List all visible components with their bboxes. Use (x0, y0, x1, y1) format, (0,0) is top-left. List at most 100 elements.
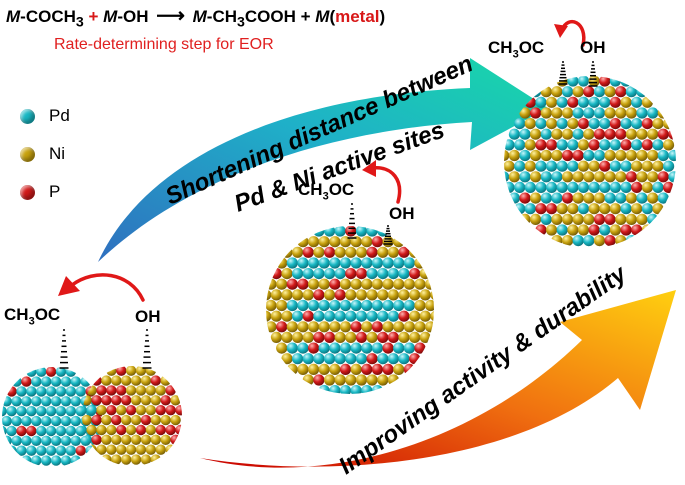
pd-atom (36, 445, 47, 456)
transfer-arrowheads (58, 24, 568, 296)
pd-atom (45, 386, 57, 397)
pd-atom (636, 86, 648, 98)
pd-atom (599, 96, 611, 108)
ni-atom (604, 107, 616, 119)
pd-atom (36, 367, 47, 377)
pd-atom (540, 128, 552, 140)
pd-atom (21, 415, 32, 427)
pd-atom (382, 299, 394, 312)
p-atom (339, 363, 352, 375)
pd-atom (11, 435, 22, 446)
p-atom (535, 203, 547, 215)
pd-atom (583, 149, 595, 162)
pd-atom (631, 118, 643, 130)
ni-atom (281, 310, 293, 322)
pd-atom (567, 76, 579, 87)
pd-atom (609, 76, 622, 87)
ni-atom (266, 310, 272, 322)
pd-atom (599, 118, 611, 130)
ni-atom (504, 149, 510, 162)
pd-atom (371, 385, 383, 394)
ni-atom (308, 278, 320, 290)
ni-atom (562, 107, 574, 119)
pd-atom (620, 181, 632, 193)
pd-atom (519, 128, 531, 140)
ni-atom (530, 192, 542, 204)
pd-atom (514, 139, 526, 151)
pd-atom (377, 310, 389, 322)
ni-atom (556, 203, 568, 215)
pd-atom (26, 367, 37, 377)
legend-label: Ni (49, 144, 66, 163)
pd-atom (556, 160, 568, 172)
p-atom (567, 96, 579, 108)
ni-atom (155, 444, 166, 455)
pd-atom (546, 160, 558, 172)
ni-atom (425, 321, 434, 333)
ni-atom (604, 149, 616, 162)
ni-atom (266, 321, 277, 333)
pd-atom (292, 310, 304, 322)
ni-atom (96, 405, 107, 416)
ni-atom (546, 96, 558, 108)
pd-atom (80, 376, 91, 387)
pd-atom (55, 445, 67, 456)
pd-atom (26, 386, 37, 397)
pd-atom (75, 425, 87, 437)
ni-atom (551, 107, 563, 119)
ni-atom (588, 76, 600, 87)
p-atom (620, 224, 632, 236)
ni-atom (86, 424, 97, 436)
ni-atom (382, 278, 394, 290)
pd-atom (524, 181, 536, 193)
ni-atom (377, 246, 389, 258)
ni-atom (663, 118, 675, 130)
p-atom (26, 425, 37, 437)
ni-atom (636, 213, 648, 225)
ni-atom (361, 236, 373, 248)
ni-atom (409, 289, 421, 301)
pd-atom (556, 118, 568, 130)
ni-atom (130, 395, 142, 406)
pd-atom (345, 310, 357, 322)
ni-atom (350, 236, 362, 248)
p-atom (620, 139, 632, 151)
ni-atom (572, 213, 584, 225)
p-atom (302, 246, 314, 258)
p-atom (345, 268, 357, 280)
pd-atom (361, 299, 373, 312)
p-atom (657, 171, 669, 183)
ni-atom (508, 171, 520, 183)
ni-atom (572, 86, 584, 98)
pd-atom (70, 376, 82, 387)
ni-atom (116, 444, 127, 455)
pd-atom (519, 149, 531, 162)
pd-atom (371, 299, 383, 312)
p-atom (302, 310, 314, 322)
ni-atom (96, 424, 107, 436)
ni-atom (636, 171, 648, 183)
pd-atom (514, 203, 526, 215)
ni-atom (130, 434, 142, 445)
ni-atom (130, 414, 142, 426)
ni-atom (355, 246, 368, 258)
ni-atom (652, 118, 664, 130)
p-atom (175, 424, 182, 436)
p-atom (641, 118, 654, 130)
p-atom (546, 203, 558, 215)
pd-atom (540, 171, 552, 183)
p-atom (366, 353, 378, 365)
pd-atom (504, 139, 515, 151)
ni-atom (160, 434, 171, 445)
ni-atom (562, 128, 574, 140)
p-atom (297, 278, 309, 290)
p-atom (409, 353, 421, 365)
p-atom (668, 128, 676, 140)
pd-atom (297, 299, 309, 312)
pd-atom (6, 425, 17, 437)
ni-atom (551, 86, 563, 98)
p-atom (371, 236, 383, 248)
ni-atom (551, 235, 563, 247)
ni-atom (387, 374, 399, 386)
